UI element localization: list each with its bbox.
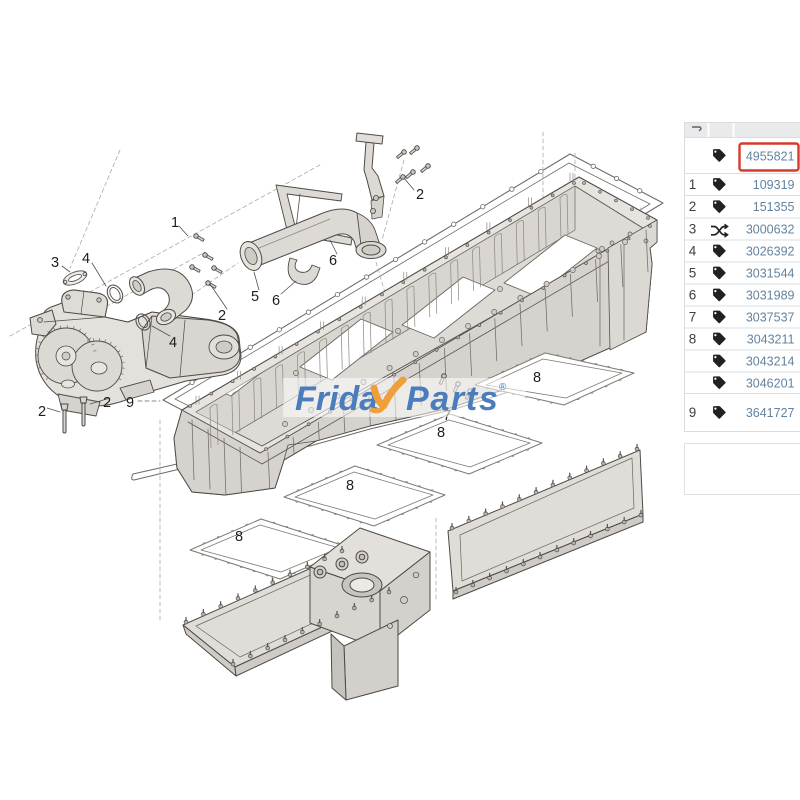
svg-text:2: 2 [103,395,111,411]
svg-text:1: 1 [171,215,179,231]
svg-text:Parts: Parts [406,380,500,418]
svg-text:2: 2 [218,308,226,324]
svg-text:2: 2 [416,187,424,203]
svg-text:4: 4 [82,251,90,267]
svg-text:2: 2 [689,199,697,214]
svg-text:3046201: 3046201 [746,377,795,391]
svg-text:6: 6 [272,293,280,309]
svg-text:4: 4 [169,335,177,351]
svg-text:8: 8 [235,529,243,545]
svg-text:9: 9 [126,395,134,411]
svg-text:3037537: 3037537 [746,311,795,325]
svg-text:8: 8 [689,332,697,347]
svg-text:6: 6 [329,253,337,269]
svg-text:151355: 151355 [753,200,795,214]
svg-text:5: 5 [251,289,259,305]
svg-text:3: 3 [51,255,59,271]
svg-text:4955821: 4955821 [746,150,795,164]
svg-text:3: 3 [689,222,697,237]
svg-text:1: 1 [689,177,697,192]
svg-text:7: 7 [689,310,697,325]
svg-text:5: 5 [689,266,697,281]
svg-text:3000632: 3000632 [746,223,795,237]
svg-text:109319: 109319 [753,178,795,192]
svg-text:3043214: 3043214 [746,355,795,369]
svg-text:6: 6 [689,288,697,303]
svg-text:2: 2 [38,404,46,420]
svg-text:Frida: Frida [295,380,378,418]
svg-text:8: 8 [533,370,541,386]
svg-text:3026392: 3026392 [746,245,795,259]
svg-text:3043211: 3043211 [747,333,795,347]
svg-text:®: ® [499,382,507,393]
svg-text:9: 9 [689,405,697,420]
svg-text:8: 8 [437,425,445,441]
svg-text:8: 8 [346,478,354,494]
svg-text:3031544: 3031544 [746,267,795,281]
svg-text:3031989: 3031989 [746,289,795,303]
svg-text:4: 4 [689,244,697,259]
svg-text:3641727: 3641727 [746,406,795,420]
